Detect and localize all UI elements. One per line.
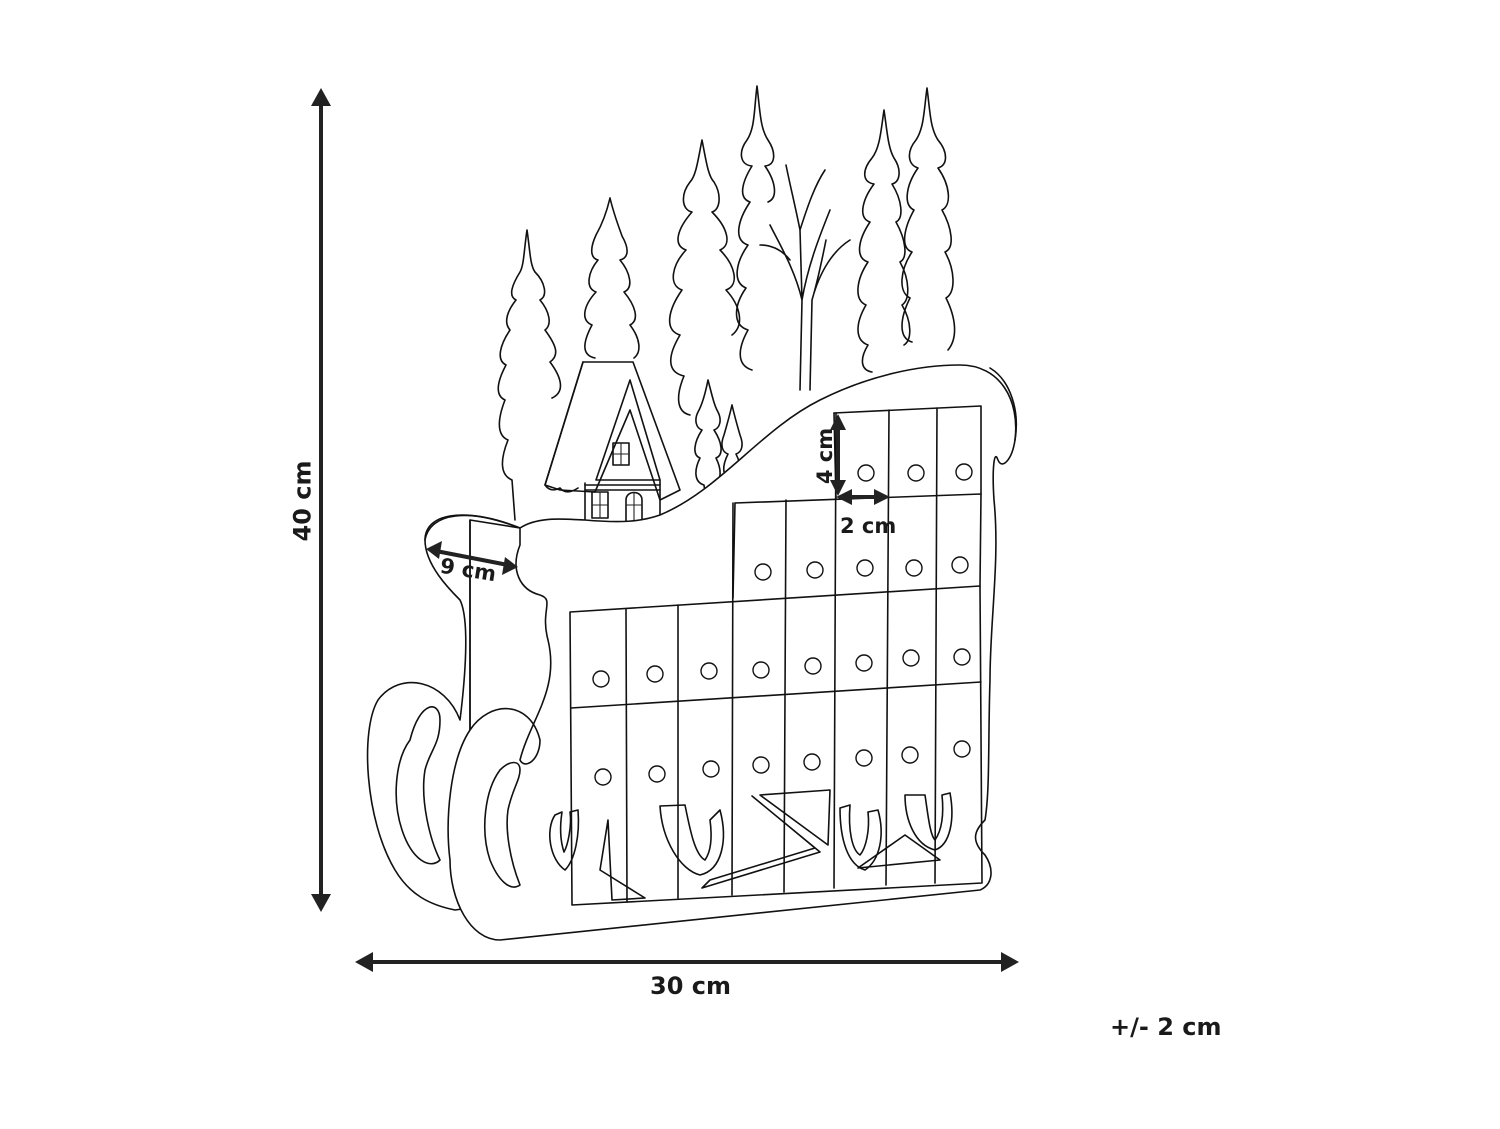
house	[544, 361, 681, 523]
height-label: 40 cm	[288, 460, 317, 542]
drawer-knobs	[592, 463, 973, 786]
width-dimension-arrow	[355, 952, 1019, 972]
drawer-width-arrow	[836, 489, 890, 505]
tolerance-label: +/- 2 cm	[1110, 1013, 1222, 1041]
drawer-grid	[569, 405, 983, 906]
forest-trees	[497, 85, 956, 521]
drawer-width-label: 2 cm	[840, 514, 897, 538]
height-dimension-arrow	[311, 88, 331, 912]
width-label: 30 cm	[650, 972, 731, 1000]
sleigh-runners	[395, 706, 953, 901]
depth-dimension-arrow	[426, 541, 518, 575]
drawer-height-arrow	[830, 414, 846, 496]
drawer-height-label: 4 cm	[813, 427, 838, 485]
